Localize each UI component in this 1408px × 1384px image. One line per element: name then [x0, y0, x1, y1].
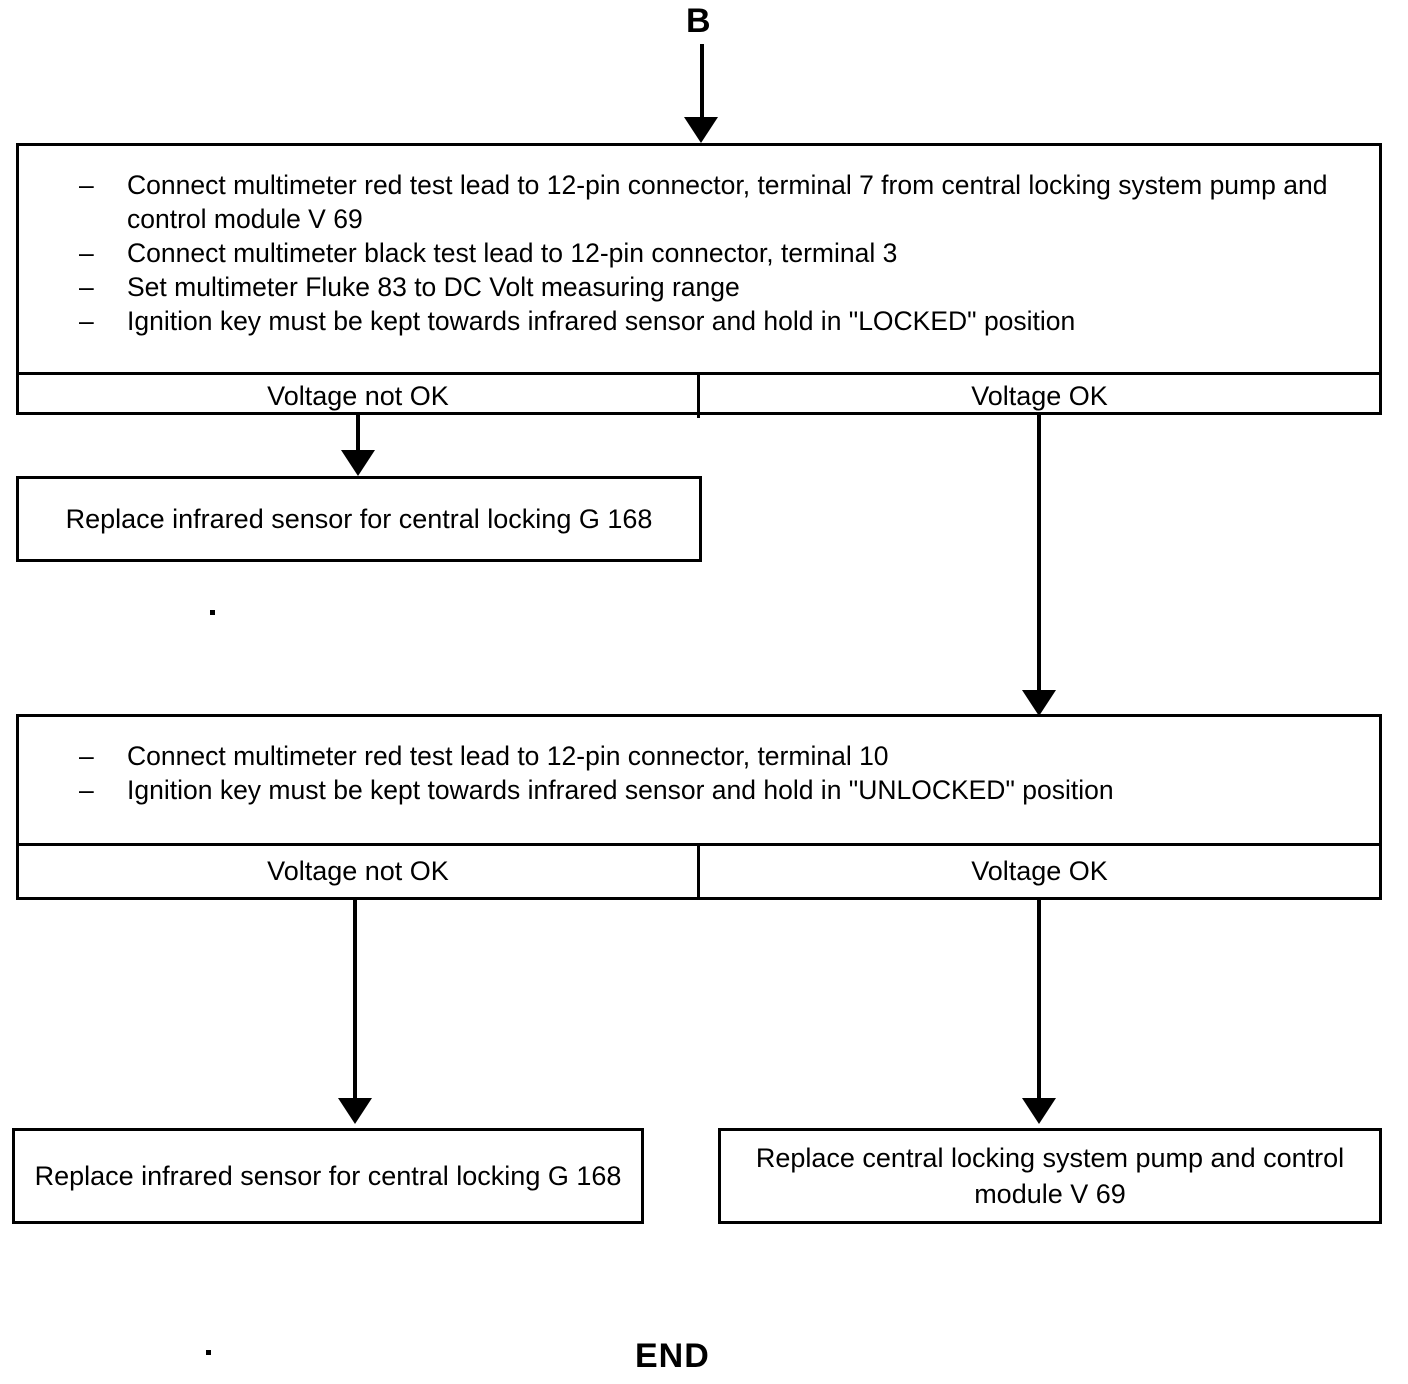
instruction-item: – Set multimeter Fluke 83 to DC Volt mea…: [79, 270, 1355, 304]
instruction-item: – Connect multimeter black test lead to …: [79, 236, 1355, 270]
result-cell-voltage-not-ok[interactable]: Voltage not OK: [19, 375, 700, 418]
bullet-dash-icon: –: [79, 306, 94, 336]
scan-artifact-speck: [206, 1350, 211, 1355]
end-label: END: [635, 1337, 710, 1375]
arrowhead-step2-ok: [1022, 1098, 1056, 1124]
bullet-dash-icon: –: [79, 741, 94, 771]
connector-line-step2-notok: [353, 900, 357, 1105]
instruction-text: Connect multimeter red test lead to 12-p…: [127, 170, 1328, 234]
arrowhead-b-to-step1: [684, 117, 718, 143]
step-box-test-locked: – Connect multimeter red test lead to 12…: [16, 143, 1382, 418]
connector-line-step1-ok: [1037, 415, 1041, 701]
arrowhead-step2-notok: [338, 1098, 372, 1124]
bullet-dash-icon: –: [79, 272, 94, 302]
instruction-item: – Connect multimeter red test lead to 12…: [79, 739, 1355, 773]
scan-artifact-speck: [210, 610, 215, 615]
instruction-item: – Ignition key must be kept towards infr…: [79, 773, 1355, 807]
step-box-test-unlocked: – Connect multimeter red test lead to 12…: [16, 714, 1382, 900]
connector-line-step2-ok: [1037, 900, 1041, 1105]
instruction-text: Connect multimeter black test lead to 12…: [127, 238, 898, 268]
connector-line-b-to-step1: [700, 44, 704, 126]
action-box-replace-v69: Replace central locking system pump and …: [718, 1128, 1382, 1224]
instruction-item: – Connect multimeter red test lead to 12…: [79, 168, 1355, 236]
result-cell-voltage-ok[interactable]: Voltage OK: [971, 856, 1108, 886]
instruction-text: Connect multimeter red test lead to 12-p…: [127, 741, 889, 771]
result-cell-voltage-not-ok[interactable]: Voltage not OK: [19, 846, 700, 897]
instruction-item: – Ignition key must be kept towards infr…: [79, 304, 1355, 338]
result-row-step1: Voltage not OK Voltage OK: [19, 372, 1379, 418]
instruction-text: Set multimeter Fluke 83 to DC Volt measu…: [127, 272, 740, 302]
action-box-replace-g168-locked: Replace infrared sensor for central lock…: [16, 476, 702, 562]
result-row-step2: Voltage not OK Voltage OK: [19, 843, 1379, 897]
bullet-dash-icon: –: [79, 775, 94, 805]
instruction-list-step2: – Connect multimeter red test lead to 12…: [79, 739, 1355, 807]
instruction-text: Ignition key must be kept towards infrar…: [127, 306, 1076, 336]
action-box-text: Replace infrared sensor for central lock…: [34, 1161, 622, 1191]
action-box-replace-g168-unlocked: Replace infrared sensor for central lock…: [12, 1128, 644, 1224]
action-box-text: Replace central locking system pump and …: [755, 1143, 1345, 1209]
bullet-dash-icon: –: [79, 238, 94, 268]
result-cell-voltage-ok[interactable]: Voltage OK: [971, 381, 1108, 411]
connector-line-step1-notok: [356, 415, 360, 460]
action-box-text: Replace infrared sensor for central lock…: [65, 504, 653, 534]
instruction-text: Ignition key must be kept towards infrar…: [127, 775, 1114, 805]
arrowhead-step1-notok: [341, 450, 375, 476]
entry-connector-label-b: B: [686, 2, 712, 40]
bullet-dash-icon: –: [79, 170, 94, 200]
instruction-list-step1: – Connect multimeter red test lead to 12…: [79, 168, 1355, 338]
arrowhead-step1-ok: [1022, 690, 1056, 716]
